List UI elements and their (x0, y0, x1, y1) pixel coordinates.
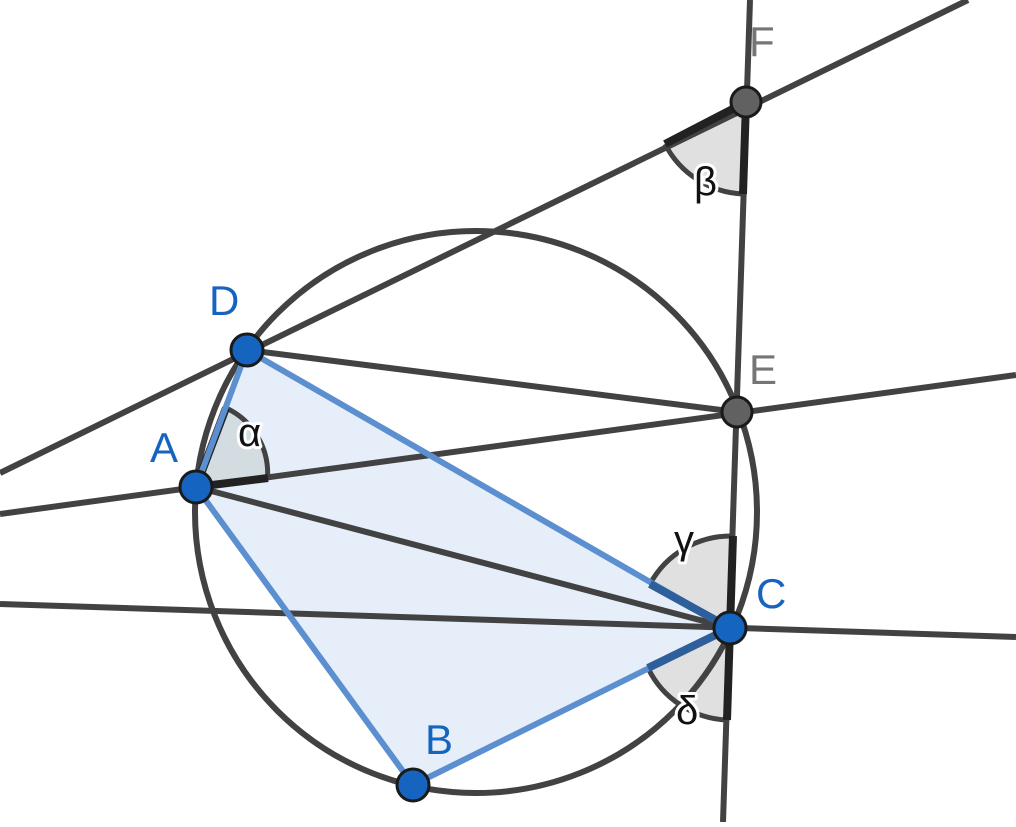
point-b[interactable] (395, 767, 431, 803)
label-c: C (756, 570, 786, 617)
angle-delta-sector (648, 628, 730, 720)
edge-c-d (245, 347, 732, 631)
line-c-horizontal (0, 601, 1016, 640)
angle-beta-arc (662, 142, 744, 197)
label-b: B (425, 716, 453, 763)
angle-label-delta: δ (676, 689, 698, 733)
label-d: D (209, 277, 239, 324)
label-a: A (150, 424, 178, 471)
angle-gamma-arc (647, 533, 734, 586)
point-d[interactable] (229, 332, 265, 368)
line-a-e (0, 372, 1016, 517)
point-e[interactable] (720, 395, 754, 429)
edge-d-a (193, 348, 250, 489)
angle-label-beta: β (694, 160, 717, 204)
point-a[interactable] (178, 469, 214, 505)
angle-beta-sector (665, 102, 746, 194)
angle-label-gamma: γ (674, 518, 694, 562)
edge-a-b (193, 485, 416, 787)
line-d-f (0, 0, 970, 476)
angle-label-alpha: α (238, 411, 261, 455)
point-f[interactable] (729, 85, 763, 119)
label-f: F (749, 18, 775, 65)
quadrilateral-abcd (196, 350, 730, 785)
segment-d-e (246, 347, 738, 415)
circumcircle (192, 228, 760, 796)
angle-alpha-arc (225, 405, 271, 479)
label-e: E (749, 346, 777, 393)
point-c[interactable] (712, 610, 748, 646)
segment-a-c (195, 484, 731, 631)
